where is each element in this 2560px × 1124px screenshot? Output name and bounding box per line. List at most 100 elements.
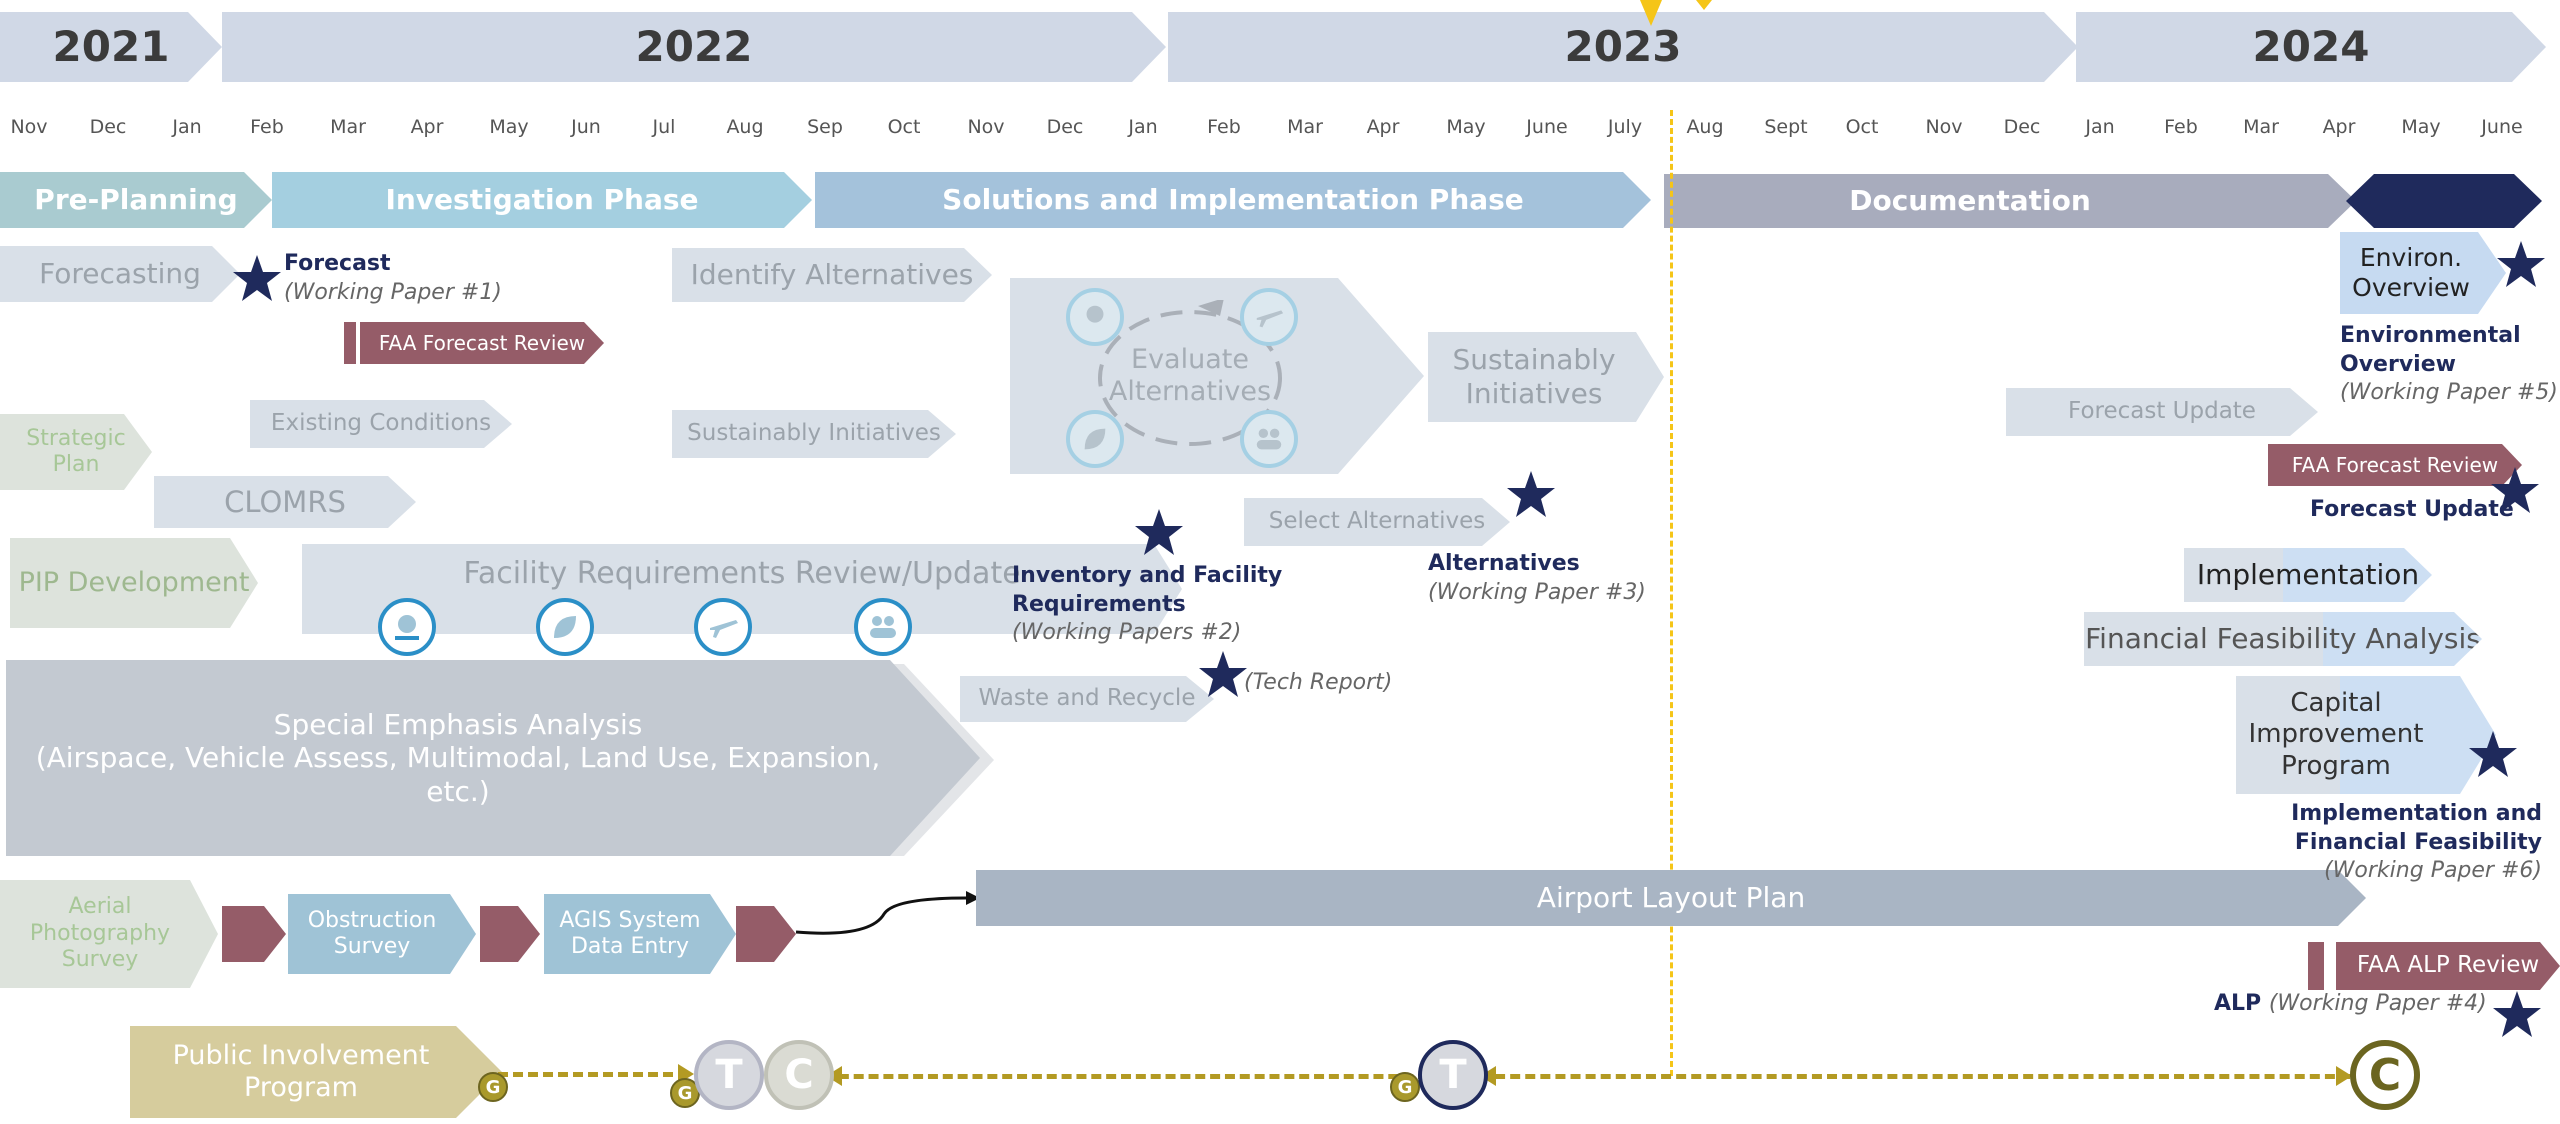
task-sustainably-initiatives-small: Sustainably Initiatives xyxy=(672,410,956,458)
deliverable-tech-report: (Tech Report) xyxy=(1244,670,1393,695)
star-icon xyxy=(2493,991,2541,1037)
task-faa-forecast-review-2: FAA Forecast Review xyxy=(2268,444,2522,486)
task-identify-alternatives: Identify Alternatives xyxy=(672,248,992,302)
month-label: Dec xyxy=(1046,116,1084,138)
people-icon xyxy=(854,598,912,656)
evaluate-cycle xyxy=(1098,300,1282,446)
phase-investigation: Investigation Phase xyxy=(272,172,812,228)
current-date-line xyxy=(1670,110,1673,1076)
airplane-icon xyxy=(694,598,752,656)
task-financial-feasibility: Financial Feasibility Analysis xyxy=(2084,612,2482,666)
month-label: Sep xyxy=(807,116,843,138)
month-label: Dec xyxy=(2003,116,2041,138)
deliverable-alp: ALP (Working Paper #4) xyxy=(2214,990,2487,1019)
deliverable-paper: (Working Paper #3) xyxy=(1428,579,1646,605)
month-label: Sept xyxy=(1764,116,1808,138)
month-label: Feb xyxy=(1207,116,1241,138)
star-icon xyxy=(233,255,281,301)
task-strategic-plan: Strategic Plan xyxy=(0,414,152,490)
task-pip-development: PIP Development xyxy=(10,538,258,628)
deliverable-paper: (Working Paper #4) xyxy=(2268,991,2487,1016)
deliverable-inventory: Inventory and Facility Requirements (Wor… xyxy=(1012,562,1302,648)
meeting-g-marker: G xyxy=(1390,1072,1420,1102)
month-label: May xyxy=(2401,116,2441,138)
phase-documentation-end xyxy=(2346,174,2542,228)
deliverable-forecast-update: Forecast Update xyxy=(2310,497,2514,522)
month-label: Mar xyxy=(2243,116,2279,138)
task-sustainably-initiatives-large: Sustainably Initiatives xyxy=(1428,332,1664,422)
deliverable-alternatives: Alternatives (Working Paper #3) xyxy=(1428,550,1688,607)
month-label: Nov xyxy=(10,116,48,138)
task-select-alternatives: Select Alternatives xyxy=(1244,498,1510,546)
task-waste-and-recycle: Waste and Recycle xyxy=(960,676,1214,722)
airplane-icon xyxy=(1240,288,1298,346)
month-label: Oct xyxy=(1845,116,1879,138)
meeting-timeline xyxy=(824,1074,1428,1079)
year-2024: 2024 xyxy=(2076,12,2546,82)
money-icon xyxy=(378,598,436,656)
people-icon xyxy=(1240,410,1298,468)
month-label: Jan xyxy=(172,116,202,138)
task-environ-overview: Environ. Overview xyxy=(2340,232,2506,314)
deliverable-title: Inventory and Facility Requirements xyxy=(1012,563,1283,617)
month-label: Feb xyxy=(2164,116,2198,138)
month-label: Apr xyxy=(2322,116,2356,138)
month-label: Mar xyxy=(330,116,366,138)
month-label: Jan xyxy=(1128,116,1158,138)
meeting-g-marker: G xyxy=(478,1072,508,1102)
milestone-arrow xyxy=(480,906,540,962)
meeting-t-marker: T xyxy=(694,1040,764,1110)
task-faa-alp-review-bar xyxy=(2308,942,2324,990)
meeting-timeline xyxy=(1480,1074,2350,1079)
phase-documentation: Documentation xyxy=(1664,174,2356,228)
month-label: Apr xyxy=(1366,116,1400,138)
task-special-emphasis: Special Emphasis Analysis (Airspace, Veh… xyxy=(6,660,980,856)
task-forecast-update: Forecast Update xyxy=(2006,388,2318,436)
month-label: Apr xyxy=(410,116,444,138)
meeting-t-marker: T xyxy=(1418,1040,1488,1110)
deliverable-title: Environmental Overview xyxy=(2340,323,2521,377)
month-label: Mar xyxy=(1287,116,1323,138)
deliverable-title: Forecast xyxy=(284,251,391,276)
task-evaluate-alternatives: Evaluate Alternatives xyxy=(1108,343,1272,407)
task-faa-forecast-review: FAA Forecast Review xyxy=(360,322,604,364)
task-agis-entry: AGIS System Data Entry xyxy=(544,894,736,974)
task-airport-layout-plan: Airport Layout Plan xyxy=(976,870,2366,926)
month-label: Dec xyxy=(89,116,127,138)
month-label: June xyxy=(2481,116,2523,138)
month-label: Jul xyxy=(652,116,676,138)
meeting-c-marker: C xyxy=(2350,1040,2420,1110)
phase-pre-planning: Pre-Planning xyxy=(0,172,272,228)
month-label: Aug xyxy=(1686,116,1724,138)
year-2022: 2022 xyxy=(222,12,1166,82)
star-icon xyxy=(1135,509,1183,555)
deliverable-title: Alternatives xyxy=(1428,551,1580,576)
star-icon xyxy=(2491,467,2539,513)
task-faa-alp-review: FAA ALP Review xyxy=(2336,942,2560,990)
deliverable-forecast: Forecast (Working Paper #1) xyxy=(284,250,544,307)
month-label: Feb xyxy=(250,116,284,138)
star-icon xyxy=(1199,651,1247,697)
month-label: Nov xyxy=(1925,116,1963,138)
money-icon xyxy=(1066,288,1124,346)
deliverable-paper: (Working Paper #6) xyxy=(2324,858,2542,884)
deliverable-title: Implementation and Financial Feasibility xyxy=(2291,801,2542,855)
month-label: June xyxy=(1526,116,1568,138)
month-label: May xyxy=(489,116,529,138)
deliverable-paper: (Working Paper #1) xyxy=(284,279,502,305)
month-row: Nov Dec Jan Feb Mar Apr May Jun Jul Aug … xyxy=(0,116,2560,142)
task-faa-forecast-review-bar xyxy=(344,322,356,364)
phase-solutions: Solutions and Implementation Phase xyxy=(815,172,1651,228)
month-label: May xyxy=(1446,116,1486,138)
deliverable-paper: (Working Papers #2) xyxy=(1012,620,1242,646)
star-icon xyxy=(2469,731,2517,777)
task-existing-conditions: Existing Conditions xyxy=(250,400,512,448)
milestone-arrow xyxy=(736,906,796,962)
leaf-icon xyxy=(536,598,594,656)
month-label: Jun xyxy=(571,116,601,138)
deliverable-implementation: Implementation and Financial Feasibility… xyxy=(2290,800,2542,886)
task-aerial-photography: Aerial Photography Survey xyxy=(0,880,218,988)
current-date-marker xyxy=(1696,0,1712,10)
star-icon xyxy=(2497,241,2545,287)
connector-arrow xyxy=(795,891,980,935)
